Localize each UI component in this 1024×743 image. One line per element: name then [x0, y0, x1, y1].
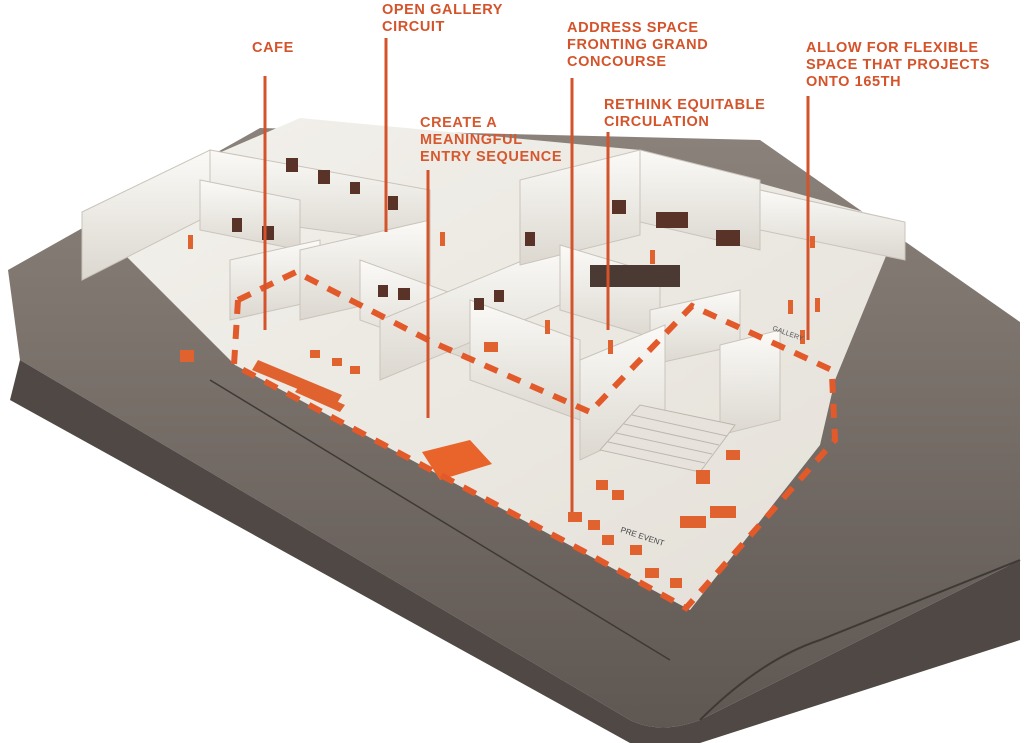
- gallery-walls: [81, 149, 906, 461]
- artworks: [232, 158, 740, 310]
- annotation-cafe: CAFE: [252, 40, 294, 56]
- central-stair: [599, 404, 736, 473]
- dashed-boundary: [230, 268, 839, 612]
- annotation-entry-sequence: CREATE A MEANINGFUL ENTRY SEQUENCE: [420, 115, 563, 165]
- annotation-open-gallery-circuit: OPEN GALLERY CIRCUIT: [382, 2, 504, 35]
- annotation-flexible-space: ALLOW FOR FLEXIBLE SPACE THAT PROJECTS O…: [806, 40, 991, 90]
- annotation-equitable-circulation: RETHINK EQUITABLE CIRCULATION: [604, 97, 766, 130]
- furniture-figures: [180, 232, 820, 588]
- leader-lines: [263, 38, 810, 512]
- annotation-address-space: ADDRESS SPACE FRONTING GRAND CONCOURSE: [567, 20, 709, 70]
